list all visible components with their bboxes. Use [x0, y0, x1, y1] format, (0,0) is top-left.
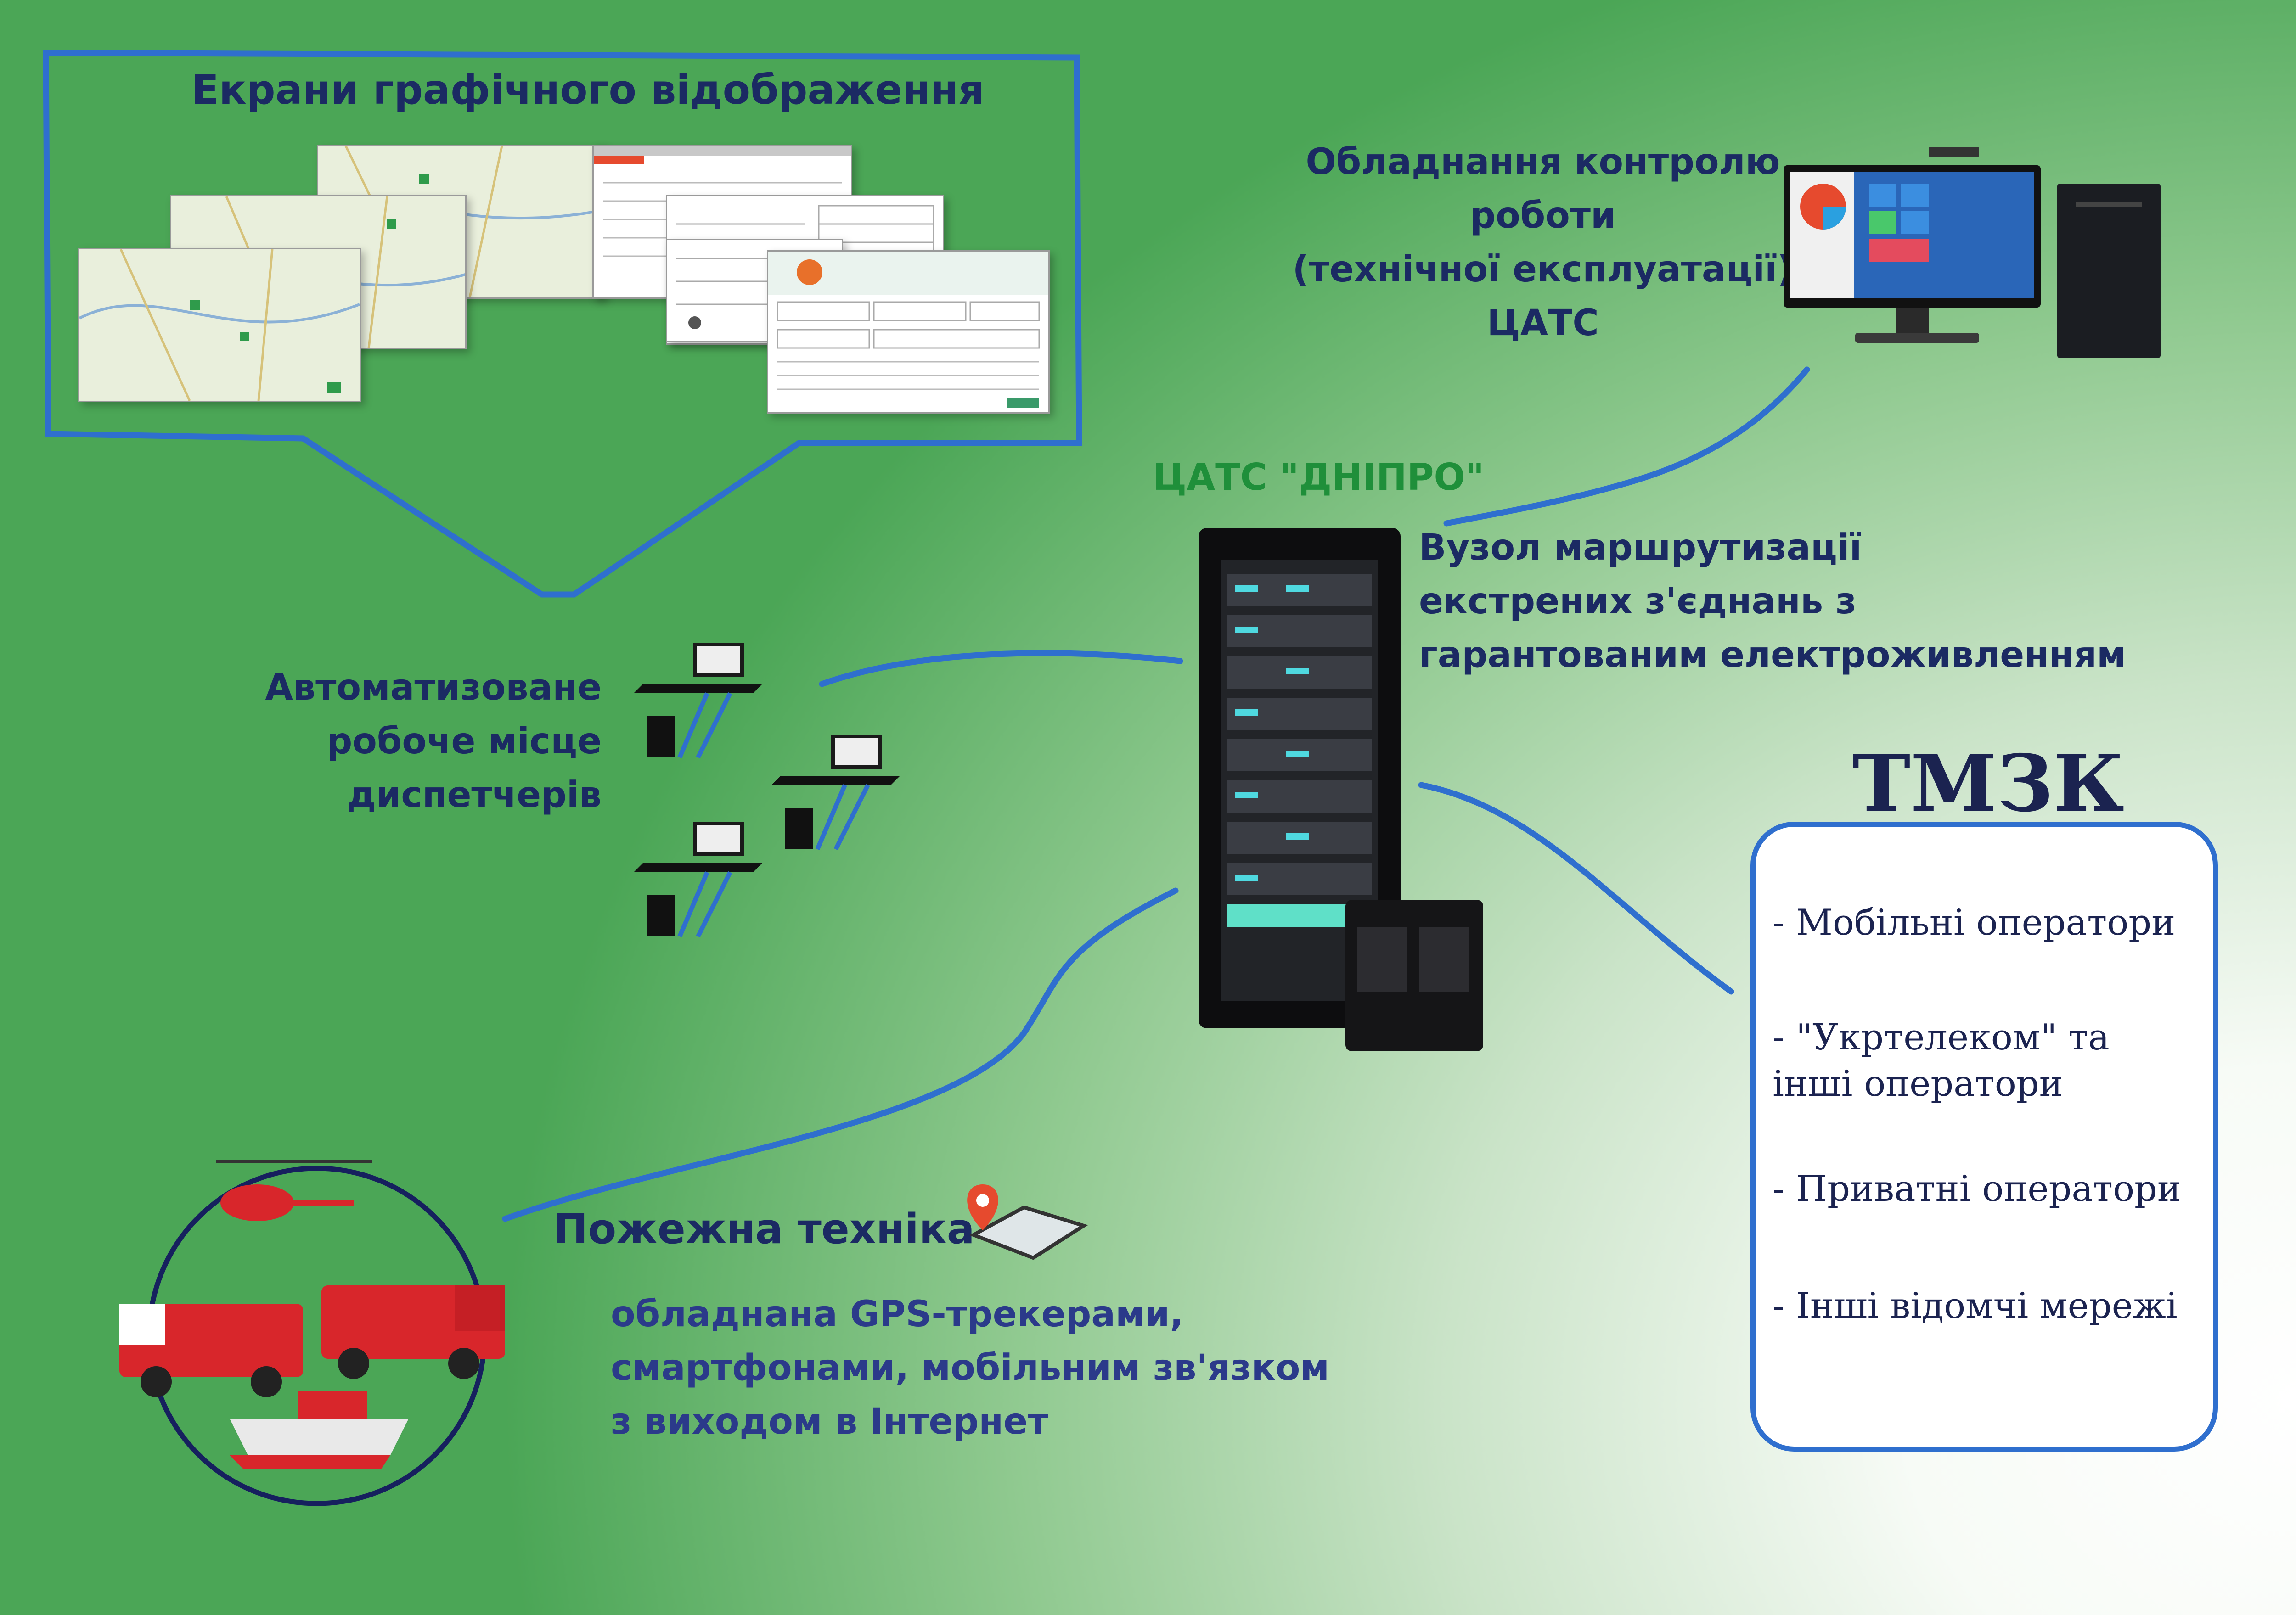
- vehicle-circle: [119, 1160, 505, 1506]
- helicopter-icon: [216, 1160, 372, 1221]
- link-fire-equipment: [502, 887, 1179, 1222]
- tmzk-title: ТМЗК: [1852, 738, 2124, 830]
- dispatcher-workplace-label: Автоматизоване робоче місце диспетчерів: [265, 667, 602, 816]
- tmzk-item: - Мобільні оператори: [1773, 902, 2176, 943]
- tmzk-item: - Інші відомчі мережі: [1773, 1285, 2178, 1327]
- computer-desk-icon: [634, 643, 900, 938]
- link-dispatcher-workplace: [819, 650, 1183, 687]
- central-node-name: ЦАТС "ДНІПРО": [1153, 456, 1485, 499]
- smartphone-icon: [967, 1184, 1088, 1260]
- screens-panel-title: Екрани графічного відображення: [191, 66, 985, 113]
- fire-truck-icon: [119, 1304, 303, 1397]
- link-control-equipment: [1443, 366, 1810, 527]
- tmzk-box: [1750, 822, 2218, 1452]
- monitor-icon: [1784, 147, 2161, 358]
- tmzk-item: - "Укртелеком" та інші оператори: [1773, 1017, 2110, 1105]
- screens-panel-frame: [43, 50, 1082, 598]
- server-rack-icon: [1199, 528, 1483, 1051]
- fire-equipment-description: обладнана GPS-трекерами, смартфонами, мо…: [611, 1294, 1330, 1442]
- rescue-boat-icon: [230, 1391, 409, 1469]
- map-pin-icon: [967, 1184, 998, 1230]
- ups-icon: [1345, 900, 1483, 1051]
- screen-thumbnail-map: [78, 248, 361, 402]
- fire-truck-icon: [321, 1285, 505, 1379]
- fire-equipment-title: Пожежна техніка: [553, 1205, 975, 1253]
- control-equipment-label: Обладнання контролю роботи (технічної ек…: [1292, 141, 1794, 344]
- central-node-description: Вузол маршрутизації екстрених з'єднань з…: [1419, 527, 2126, 676]
- screen-thumbnail-form: [767, 250, 1050, 414]
- tmzk-item: - Приватні оператори: [1773, 1168, 2181, 1210]
- link-tmzk: [1418, 782, 1734, 995]
